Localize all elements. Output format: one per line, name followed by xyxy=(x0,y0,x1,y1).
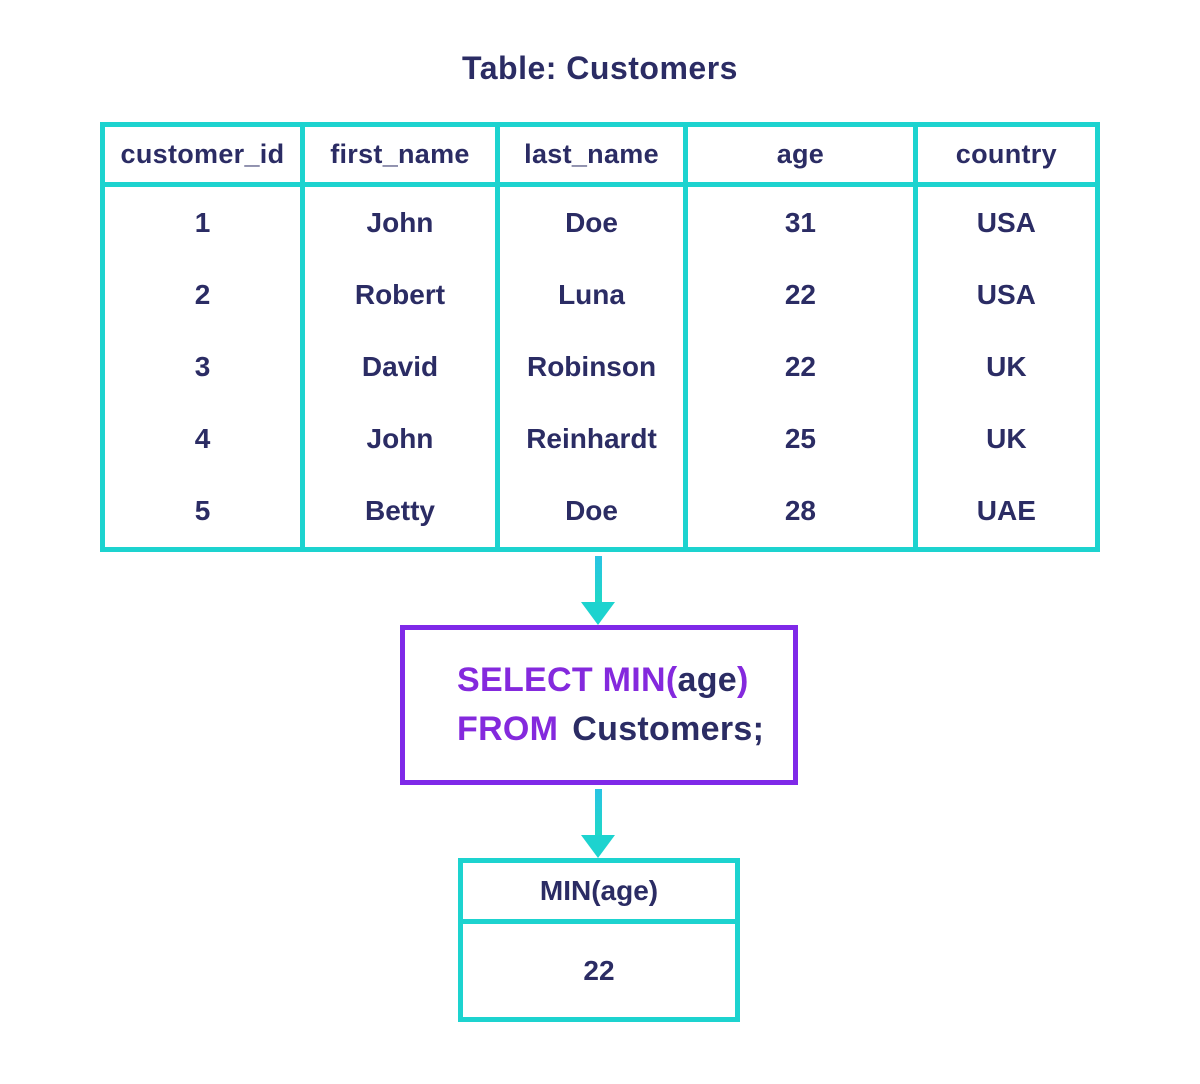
arrow-down-icon xyxy=(581,556,615,625)
table-cell: 31 xyxy=(784,207,816,238)
table-cell: UAE xyxy=(976,495,1036,526)
column-age: 31 22 22 25 28 xyxy=(688,187,918,547)
arrow-head xyxy=(581,835,615,858)
table-cell: Luna xyxy=(558,279,625,310)
table-cell: UK xyxy=(986,423,1027,454)
table-cell: USA xyxy=(976,207,1036,238)
sql-line-1: SELECT MIN(age) xyxy=(457,661,793,700)
result-column-header: MIN(age) xyxy=(463,863,735,924)
arrow-head xyxy=(581,602,615,625)
table-cell: 22 xyxy=(784,279,816,310)
sql-query-box: SELECT MIN(age) FROM Customers; xyxy=(400,625,798,785)
sql-argument-age: age xyxy=(677,661,738,699)
table-cell: 4 xyxy=(194,423,211,454)
arrow-stem xyxy=(594,556,602,602)
table-cell: Betty xyxy=(364,495,435,526)
column-last-name: Doe Luna Robinson Reinhardt Doe xyxy=(500,187,689,547)
table-cell: John xyxy=(366,423,434,454)
column-header-first-name: first_name xyxy=(304,127,500,187)
column-first-name: John Robert David John Betty xyxy=(305,187,500,547)
sql-keyword-close-paren: ) xyxy=(737,661,749,699)
column-header-customer-id: customer_id xyxy=(105,127,305,187)
sql-table-name: Customers; xyxy=(572,710,765,748)
table-cell: Doe xyxy=(565,207,618,238)
result-value: 22 xyxy=(583,954,615,986)
arrow-stem xyxy=(594,789,602,835)
table-cell: 3 xyxy=(194,351,211,382)
customers-table: customer_id first_name last_name age cou… xyxy=(100,122,1100,552)
table-cell: Reinhardt xyxy=(526,423,657,454)
column-customer-id: 1 2 3 4 5 xyxy=(105,187,305,547)
table-cell: Robinson xyxy=(526,351,657,382)
table-cell: John xyxy=(366,207,434,238)
column-country: USA USA UK UK UAE xyxy=(918,187,1095,547)
sql-keyword-select-min: SELECT MIN( xyxy=(457,661,678,699)
column-header-country: country xyxy=(917,127,1095,187)
arrow-down-icon xyxy=(581,789,615,858)
table-cell: 28 xyxy=(784,495,816,526)
table-cell: 25 xyxy=(784,423,816,454)
table-cell: 22 xyxy=(784,351,816,382)
table-cell: 1 xyxy=(194,207,211,238)
column-header-age: age xyxy=(688,127,918,187)
sql-line-2: FROM Customers; xyxy=(457,710,793,749)
table-cell: 2 xyxy=(194,279,211,310)
table-cell: David xyxy=(361,351,439,382)
column-header-last-name: last_name xyxy=(499,127,689,187)
table-cell: USA xyxy=(976,279,1036,310)
table-cell: Doe xyxy=(565,495,618,526)
table-cell: 5 xyxy=(194,495,211,526)
table-cell: Robert xyxy=(354,279,446,310)
result-table: MIN(age) 22 xyxy=(458,858,740,1022)
sql-keyword-from: FROM xyxy=(457,710,559,748)
page-title: Table: Customers xyxy=(462,50,738,86)
table-cell: UK xyxy=(986,351,1027,382)
